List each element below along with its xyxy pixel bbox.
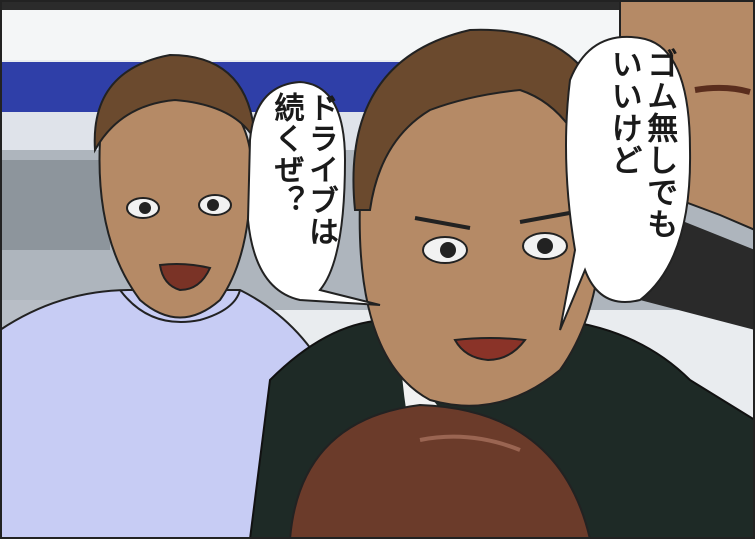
speech-bubble-left bbox=[246, 80, 381, 306]
man-left bbox=[0, 53, 332, 539]
foreground-head bbox=[288, 403, 592, 539]
speech-text-left: ドライブは 続くぜ？ bbox=[268, 92, 339, 247]
speech-bubble-right bbox=[559, 35, 692, 331]
speech-text-right: ゴム無しでも いいけど bbox=[605, 48, 678, 240]
